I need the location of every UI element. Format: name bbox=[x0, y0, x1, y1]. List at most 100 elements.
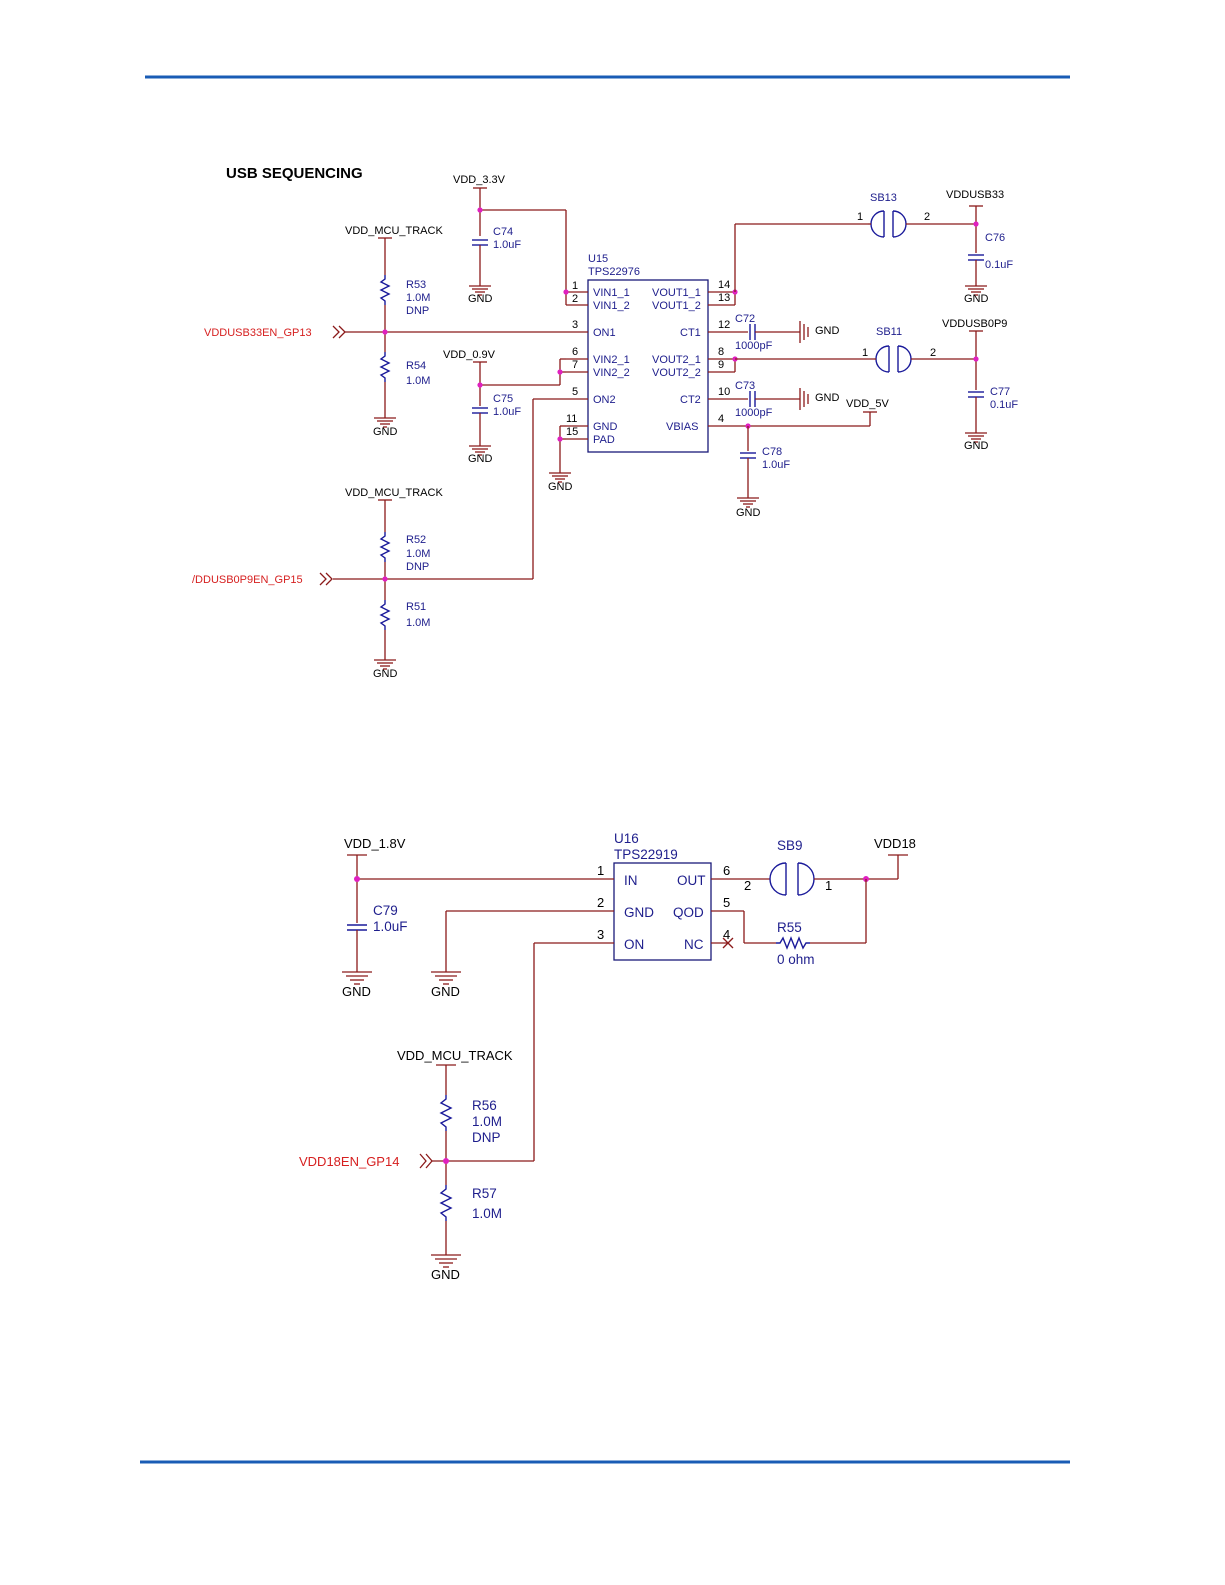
capacitor-c72: GND C72 1000pF bbox=[735, 313, 840, 352]
u15-pin-num: 7 bbox=[572, 359, 578, 371]
u15-pin-num: 4 bbox=[718, 413, 724, 425]
vout1-net bbox=[732, 223, 868, 305]
gnd-label: GND bbox=[342, 984, 371, 999]
component-value: 1.0M bbox=[406, 617, 430, 629]
u15-ref: U15 bbox=[588, 253, 608, 265]
u16-gnd: GND bbox=[430, 911, 462, 999]
u16-pin-name: QOD bbox=[673, 905, 704, 920]
component-value: 1.0M bbox=[472, 1206, 502, 1221]
u16-left-pins: 1 IN 2 GND 3 ON bbox=[357, 863, 654, 952]
u16-body bbox=[613, 862, 712, 961]
component-ref: C77 bbox=[990, 386, 1010, 398]
net-label: VDD_3.3V bbox=[453, 174, 506, 186]
component-ref: C72 bbox=[735, 313, 755, 325]
vbias-net: VDD_5V GND C78 1.0uF bbox=[736, 398, 889, 519]
net-label: VDDUSB33 bbox=[946, 189, 1004, 201]
component-value: 0 ohm bbox=[777, 952, 815, 967]
u15-pin-num: 2 bbox=[572, 293, 578, 305]
component-value: 1000pF bbox=[735, 340, 773, 352]
u15-pin-num: 3 bbox=[572, 319, 578, 331]
component-ref: SB9 bbox=[777, 838, 803, 853]
u15-pin-num: 15 bbox=[566, 426, 578, 438]
solder-bridge-sb11: SB11 1 2 bbox=[862, 326, 976, 373]
u15-pin-name: VIN2_1 bbox=[593, 354, 630, 366]
u15-pin-name: VIN1_2 bbox=[593, 300, 630, 312]
u15-pin-name: VOUT1_2 bbox=[652, 300, 701, 312]
vout2-net bbox=[732, 356, 874, 372]
gnd-label: GND bbox=[815, 392, 840, 404]
component-value: 1000pF bbox=[735, 407, 773, 419]
capacitor-c75: GND C75 1.0uF bbox=[468, 393, 521, 465]
u15-pin-num: 13 bbox=[718, 292, 730, 304]
vddusb0p9-net: VDDUSB0P9 GND C77 0.1uF bbox=[942, 318, 1018, 452]
u15-right-pins: 14 VOUT1_1 13 VOUT1_2 12 CT1 8 VOUT2_1 9… bbox=[652, 279, 748, 433]
u16-right-pins: 6 OUT 5 QOD 4 NC bbox=[673, 863, 770, 952]
pin-num: 2 bbox=[930, 347, 936, 359]
u15-pin-name: VOUT2_2 bbox=[652, 367, 701, 379]
net-label: VDD_MCU_TRACK bbox=[345, 487, 443, 499]
vdd18-net: VDD18 bbox=[810, 836, 916, 944]
u16-pin-num: 6 bbox=[723, 863, 730, 878]
component-ref: C79 bbox=[373, 903, 398, 918]
gnd-label: GND bbox=[431, 1267, 460, 1282]
en1-divider: VDD_MCU_TRACK GND VDDUSB33EN_GP13 R53 1.… bbox=[204, 225, 566, 438]
component-value: 1.0M bbox=[406, 548, 430, 560]
u15-pin-num: 10 bbox=[718, 386, 730, 398]
gnd-label: GND bbox=[468, 293, 493, 305]
u15-pin-num: 14 bbox=[718, 279, 730, 291]
u16-pin-num: 2 bbox=[597, 895, 604, 910]
component-ref: C78 bbox=[762, 446, 782, 458]
u15-pin-name: VBIAS bbox=[666, 421, 698, 433]
u15-pin-name: GND bbox=[593, 421, 618, 433]
u16-ref: U16 bbox=[614, 831, 639, 846]
gnd-label: GND bbox=[964, 293, 989, 305]
en-divider-bottom: VDD_MCU_TRACK GND VDD18EN_GP14 R56 1.0M … bbox=[299, 943, 535, 1282]
section-title: USB SEQUENCING bbox=[226, 165, 363, 182]
resistor-r55: R55 0 ohm bbox=[743, 911, 815, 967]
signal-label[interactable]: /DDUSB0P9EN_GP15 bbox=[192, 574, 303, 586]
component-dnp: DNP bbox=[406, 561, 429, 573]
u16-pin-name: OUT bbox=[677, 873, 706, 888]
net-label: VDDUSB0P9 bbox=[942, 318, 1007, 330]
u16-pin-num: 4 bbox=[723, 927, 730, 942]
component-value: 1.0M bbox=[406, 375, 430, 387]
component-ref: C76 bbox=[985, 232, 1005, 244]
u15-pin-name: VOUT1_1 bbox=[652, 287, 701, 299]
pin-num: 2 bbox=[744, 878, 751, 893]
u15-pin-num: 5 bbox=[572, 386, 578, 398]
component-value: 1.0M bbox=[406, 292, 430, 304]
component-ref: R53 bbox=[406, 279, 426, 291]
u15-pin-num: 9 bbox=[718, 359, 724, 371]
signal-label[interactable]: VDD18EN_GP14 bbox=[299, 1154, 399, 1169]
en2-divider: VDD_MCU_TRACK GND /DDUSB0P9EN_GP15 R52 1… bbox=[192, 398, 566, 680]
component-value: 0.1uF bbox=[985, 259, 1013, 271]
component-ref: R52 bbox=[406, 534, 426, 546]
signal-label[interactable]: VDDUSB33EN_GP13 bbox=[204, 327, 312, 339]
component-value: 1.0uF bbox=[373, 919, 408, 934]
gnd-label: GND bbox=[468, 453, 493, 465]
component-value: 1.0uF bbox=[493, 406, 521, 418]
net-label: VDD18 bbox=[874, 836, 916, 851]
component-ref: C75 bbox=[493, 393, 513, 405]
u16-pin-num: 1 bbox=[597, 863, 604, 878]
u16-pin-num: 3 bbox=[597, 927, 604, 942]
pin-num: 1 bbox=[862, 347, 868, 359]
u15-part: TPS22976 bbox=[588, 266, 640, 278]
component-ref: C73 bbox=[735, 380, 755, 392]
vdd-0v9-net: VDD_0.9V bbox=[443, 349, 566, 406]
pin-num: 1 bbox=[825, 878, 832, 893]
solder-bridge-sb13: SB13 1 2 bbox=[857, 192, 976, 238]
u15-pin-num: 8 bbox=[718, 346, 724, 358]
component-dnp: DNP bbox=[472, 1130, 501, 1145]
component-ref: SB13 bbox=[870, 192, 897, 204]
u15-pin-name: ON1 bbox=[593, 327, 616, 339]
u16-part: TPS22919 bbox=[614, 847, 678, 862]
u15-pin-name: CT1 bbox=[680, 327, 701, 339]
u15-left-pins: 1 VIN1_1 2 VIN1_2 3 ON1 6 VIN2_1 7 VIN2_… bbox=[566, 280, 630, 446]
gnd-label: GND bbox=[431, 984, 460, 999]
u15-pin-num: 6 bbox=[572, 346, 578, 358]
component-ref: R55 bbox=[777, 920, 802, 935]
u16-pin-name: NC bbox=[684, 937, 704, 952]
component-ref: R51 bbox=[406, 601, 426, 613]
